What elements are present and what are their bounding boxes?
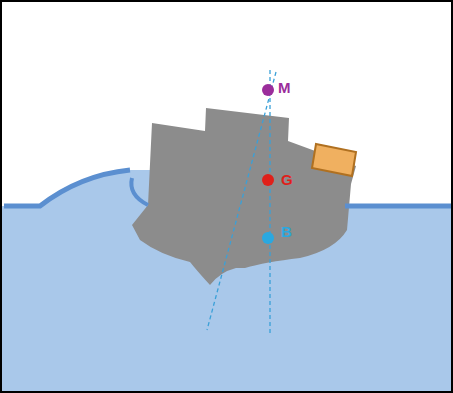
water-surface [345, 204, 453, 209]
wave-surface [4, 170, 130, 206]
vertical-line [269, 70, 270, 336]
ship-centerline [207, 72, 276, 330]
cargo-box [312, 144, 356, 176]
wave-edge [131, 178, 148, 205]
point-label: G [281, 172, 293, 188]
ship-hull [132, 108, 356, 285]
point-label: M [278, 80, 291, 96]
point-label: B [281, 224, 292, 240]
metacenter-point [262, 84, 274, 96]
gravity-point [262, 174, 274, 186]
buoyancy-point [262, 232, 274, 244]
